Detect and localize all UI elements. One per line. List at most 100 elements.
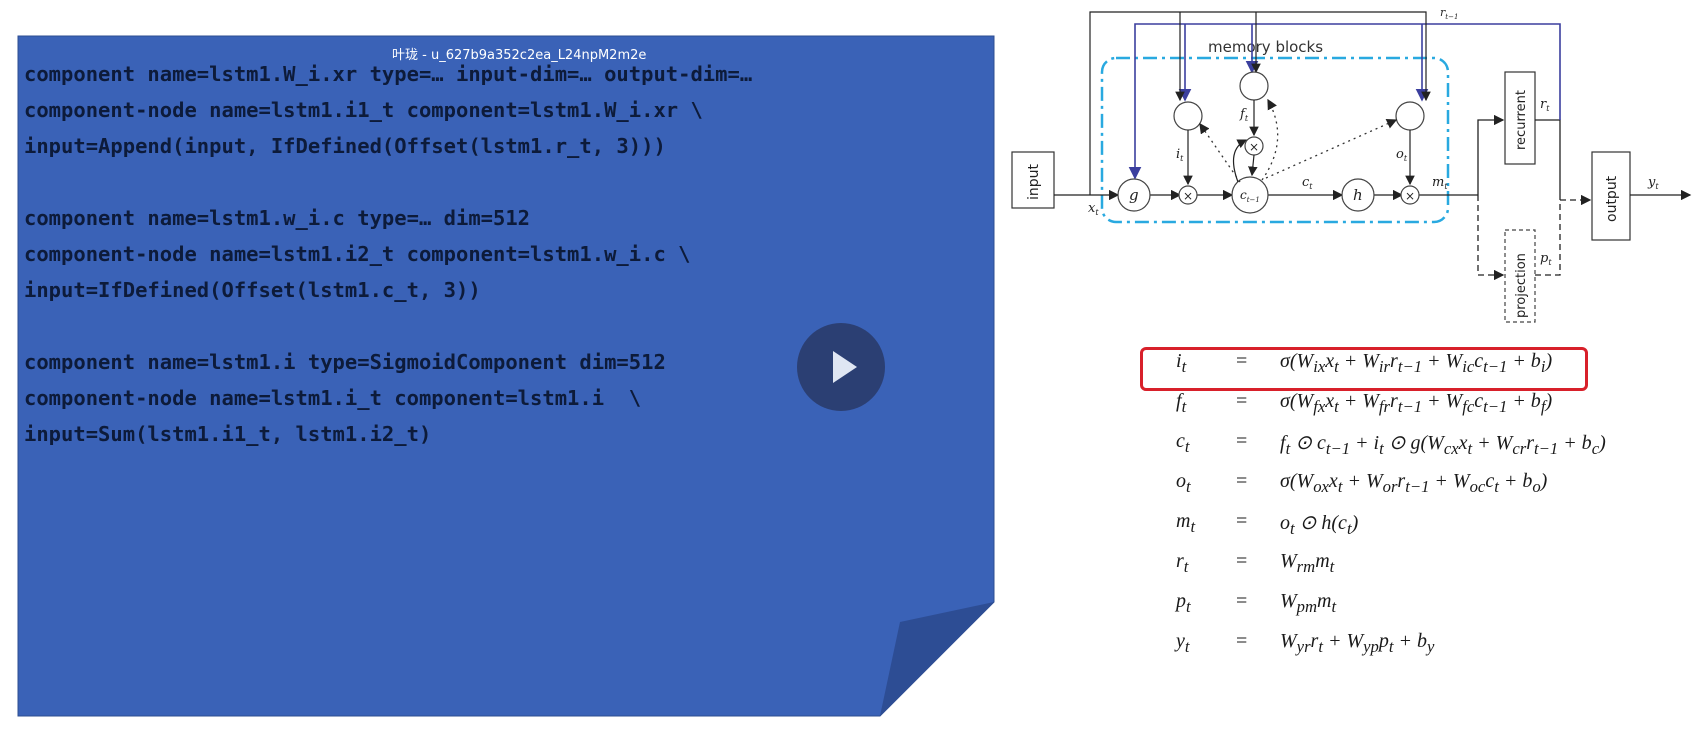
label-x-main: x — [1088, 201, 1096, 216]
code-line-7: input=IfDefined(Offset(lstm1.c_t, 3)) — [24, 278, 481, 302]
label-p: pt — [1540, 251, 1552, 267]
label-f-main: f — [1239, 107, 1247, 122]
projection-label: projection — [1514, 253, 1529, 318]
code-line-9: component name=lstm1.i type=SigmoidCompo… — [24, 350, 666, 374]
g-label: g — [1129, 186, 1139, 204]
equation-lhs: yt — [1176, 630, 1190, 656]
label-r-main: r — [1540, 97, 1547, 112]
input-gate-node — [1173, 101, 1203, 131]
equation-row: it=σ(Wixxt + Wirrt−1 + Wicct−1 + bi) — [1140, 342, 1680, 382]
label-y-main: y — [1647, 175, 1656, 190]
flow-to-projection — [1477, 195, 1505, 281]
equation-row: mt = ot ⊙ h(ct) — [1140, 502, 1680, 542]
label-i: it — [1176, 147, 1184, 163]
equation-lhs: ot — [1176, 470, 1191, 496]
code-line-1: component name=lstm1.W_i.xr type=… input… — [24, 62, 753, 86]
code-line-3: input=Append(input, IfDefined(Offset(lst… — [24, 134, 666, 158]
lstm-diagram: memory blocks input recurrent projection… — [1011, 6, 1692, 323]
output-gate-mult-symbol: × — [1405, 189, 1415, 203]
output-gate-node — [1395, 101, 1425, 131]
equation-row: yt=Wyrrt + Wyppt + by — [1140, 622, 1680, 662]
note-fold — [880, 602, 994, 716]
equation-rhs: Wrmmt — [1280, 550, 1335, 576]
equation-rhs: σ(Woxxt + Worrt−1 + Wocct + bo) — [1280, 470, 1548, 496]
label-y-sub: t — [1655, 182, 1659, 191]
flow-to-recurrent — [1477, 114, 1505, 195]
label-c: ct — [1302, 175, 1313, 191]
label-r-prev: rt−1 — [1440, 6, 1458, 21]
equation-row: ot = σ(Woxxt + Worrt−1 + Wocct + bo) — [1140, 462, 1680, 502]
c-node-label: ct−1 — [1240, 188, 1260, 204]
recurrent-box — [1504, 71, 1536, 165]
label-r: rt — [1540, 97, 1550, 113]
code-block: component name=lstm1.W_i.xr type=… input… — [24, 56, 752, 452]
equation-equals: = — [1236, 350, 1248, 372]
output-label: output — [1604, 175, 1620, 222]
play-button[interactable] — [797, 323, 885, 411]
label-f-sub: t — [1245, 114, 1249, 123]
equation-equals: = — [1236, 390, 1248, 412]
code-line-10: component-node name=lstm1.i_t component=… — [24, 386, 642, 410]
code-line-5: component name=lstm1.w_i.c type=… dim=51… — [24, 206, 531, 230]
label-p-sub: t — [1548, 258, 1552, 267]
equation-highlight — [1140, 347, 1588, 391]
equation-rhs: Wpmmt — [1280, 590, 1337, 616]
fmult-to-c — [1248, 154, 1258, 177]
output-gate-mult — [1400, 185, 1420, 205]
equations: it=σ(Wixxt + Wirrt−1 + Wicct−1 + bi)ft=σ… — [1140, 342, 1680, 682]
memory-block-frame — [1100, 56, 1450, 224]
equation-rhs: σ(Wixxt + Wirrt−1 + Wicct−1 + bi) — [1280, 350, 1553, 376]
equation-lhs: mt — [1176, 510, 1196, 536]
label-f: ft — [1239, 107, 1249, 123]
equation-row: ft = σ(Wfxxt + Wfrrt−1 + Wfcct−1 + bf) — [1140, 382, 1680, 422]
g-node — [1117, 178, 1151, 212]
input-gate-mult-symbol: × — [1183, 189, 1193, 203]
label-y: yt — [1647, 175, 1659, 191]
input-feed-top — [1089, 11, 1431, 195]
input-label: input — [1026, 163, 1042, 200]
equation-rhs: σ(Wfxxt + Wfrrt−1 + Wfcct−1 + bf) — [1280, 390, 1553, 416]
forget-gate-node — [1239, 71, 1269, 101]
feedback-top-1 — [1128, 23, 1561, 180]
equation-rhs: ot ⊙ h(ct) — [1280, 512, 1359, 538]
h-label: h — [1353, 186, 1363, 204]
label-r-prev-main: r — [1440, 6, 1446, 19]
equation-equals: = — [1236, 430, 1248, 452]
equation-lhs: ct — [1176, 430, 1190, 456]
equation-equals: = — [1236, 510, 1248, 532]
c-node-c: c — [1240, 188, 1247, 202]
flow-recurrent-output — [1535, 119, 1561, 200]
recurrent-label: recurrent — [1514, 90, 1529, 150]
label-c-sub: t — [1309, 182, 1313, 191]
input-gate-mult — [1178, 185, 1198, 205]
memory-blocks-label: memory blocks — [1208, 38, 1323, 56]
label-m-sub: t — [1444, 182, 1448, 191]
label-i-main: i — [1176, 147, 1180, 162]
code-line-4 — [24, 164, 752, 200]
label-x: xt — [1088, 201, 1099, 217]
equation-equals: = — [1236, 470, 1248, 492]
equation-lhs: rt — [1176, 550, 1189, 576]
equation-lhs: ft — [1176, 390, 1187, 416]
equation-equals: = — [1236, 550, 1248, 572]
equation-equals: = — [1236, 590, 1248, 612]
watermark: 叶珑 - u_627b9a352c2ea_L24npM2m2e — [392, 48, 647, 63]
c-node-sub: t−1 — [1247, 196, 1260, 204]
label-r-sub: t — [1546, 104, 1550, 113]
code-line-8 — [24, 308, 752, 344]
equation-row: pt=Wpmmt — [1140, 582, 1680, 622]
label-o-sub: t — [1404, 154, 1408, 163]
label-o: ot — [1396, 147, 1408, 163]
code-line-2: component-node name=lstm1.i1_t component… — [24, 98, 703, 122]
label-m-main: m — [1432, 175, 1444, 190]
forget-gate-mult-symbol: × — [1249, 140, 1259, 154]
label-p-main: p — [1540, 251, 1549, 266]
projection-box — [1504, 229, 1536, 323]
output-box — [1591, 151, 1631, 241]
label-o-main: o — [1396, 147, 1404, 162]
label-i-sub: t — [1180, 154, 1184, 163]
label-c-main: c — [1302, 175, 1310, 190]
code-line-11: input=Sum(lstm1.i1_t, lstm1.i2_t) — [24, 422, 432, 446]
